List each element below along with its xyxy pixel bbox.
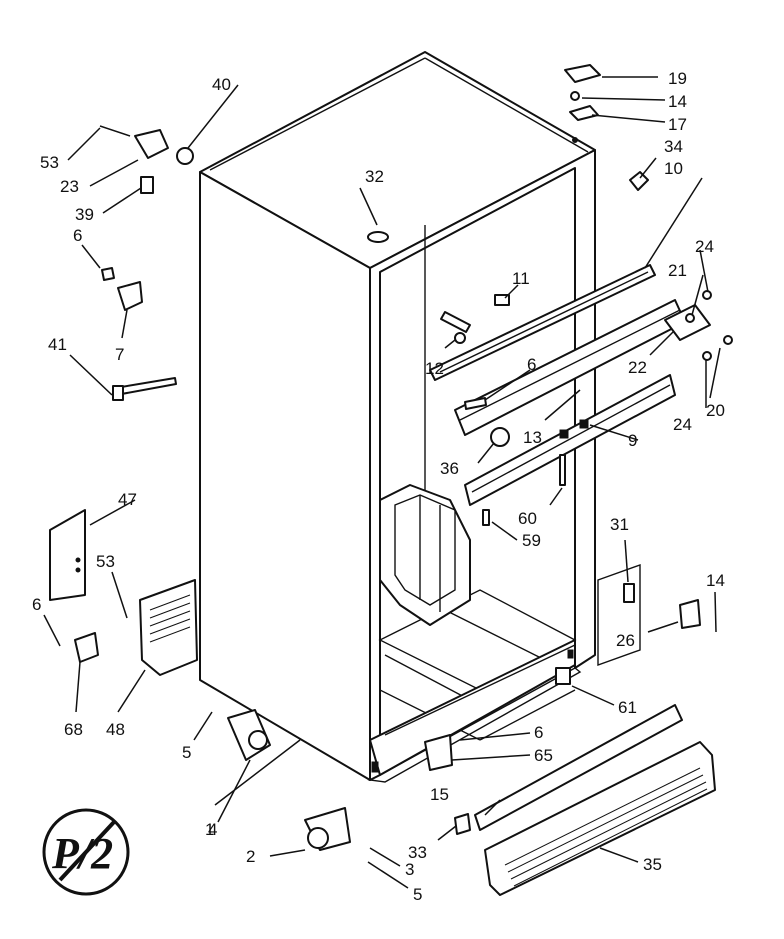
callout-13: 13 bbox=[523, 428, 542, 447]
callout-22: 22 bbox=[628, 358, 647, 377]
callout-33: 33 bbox=[408, 843, 427, 862]
callout-61: 61 bbox=[618, 698, 637, 717]
leader-lines bbox=[43, 76, 721, 889]
callout-59: 59 bbox=[522, 531, 541, 550]
callout-23: 23 bbox=[60, 177, 79, 196]
callout-14: 14 bbox=[668, 92, 687, 111]
callout-1: 1 bbox=[205, 820, 214, 839]
callout-6: 6 bbox=[527, 355, 536, 374]
callout-20: 20 bbox=[706, 401, 725, 420]
callout-35: 35 bbox=[643, 855, 662, 874]
callout-68: 68 bbox=[64, 720, 83, 739]
callout-36: 36 bbox=[440, 459, 459, 478]
callout-11: 11 bbox=[512, 269, 530, 288]
callout-60: 60 bbox=[518, 509, 537, 528]
callout-15: 15 bbox=[430, 785, 449, 804]
callout-17: 17 bbox=[668, 115, 687, 134]
callout-5: 5 bbox=[182, 743, 191, 762]
callout-53: 53 bbox=[40, 153, 59, 172]
side-panels bbox=[49, 509, 701, 685]
callout-65: 65 bbox=[534, 746, 553, 765]
callout-40: 40 bbox=[212, 75, 231, 94]
callout-47: 47 bbox=[118, 490, 137, 509]
callout-5: 5 bbox=[413, 885, 422, 904]
callout-14: 14 bbox=[706, 571, 725, 590]
callout-6: 6 bbox=[534, 723, 543, 742]
callout-21: 21 bbox=[668, 261, 687, 280]
callout-32: 32 bbox=[365, 167, 384, 186]
callout-labels: 40 53 23 39 6 7 41 32 19 14 17 34 10 11 … bbox=[32, 69, 725, 904]
callout-31: 31 bbox=[610, 515, 629, 534]
callout-48: 48 bbox=[106, 720, 125, 739]
callout-7: 7 bbox=[115, 345, 124, 364]
callout-4: 4 bbox=[208, 820, 217, 839]
callout-12: 12 bbox=[425, 359, 444, 378]
callout-9: 9 bbox=[628, 431, 637, 450]
callout-3: 3 bbox=[405, 860, 414, 879]
upper-rail-assembly bbox=[367, 64, 733, 526]
callout-39: 39 bbox=[75, 205, 94, 224]
callout-24: 24 bbox=[695, 237, 714, 256]
callout-34: 34 bbox=[664, 137, 683, 156]
callout-19: 19 bbox=[668, 69, 687, 88]
callout-41: 41 bbox=[48, 335, 67, 354]
callout-26: 26 bbox=[616, 631, 635, 650]
callout-6: 6 bbox=[73, 226, 82, 245]
cabinet-shell bbox=[199, 51, 596, 783]
rollers-and-grille bbox=[227, 704, 716, 896]
left-hinge-parts bbox=[99, 125, 194, 401]
callout-2: 2 bbox=[246, 847, 255, 866]
logo-mark: P/2 bbox=[42, 808, 130, 896]
callout-10: 10 bbox=[664, 159, 683, 178]
callout-24: 24 bbox=[673, 415, 692, 434]
callout-53: 53 bbox=[96, 552, 115, 571]
callout-6: 6 bbox=[32, 595, 41, 614]
